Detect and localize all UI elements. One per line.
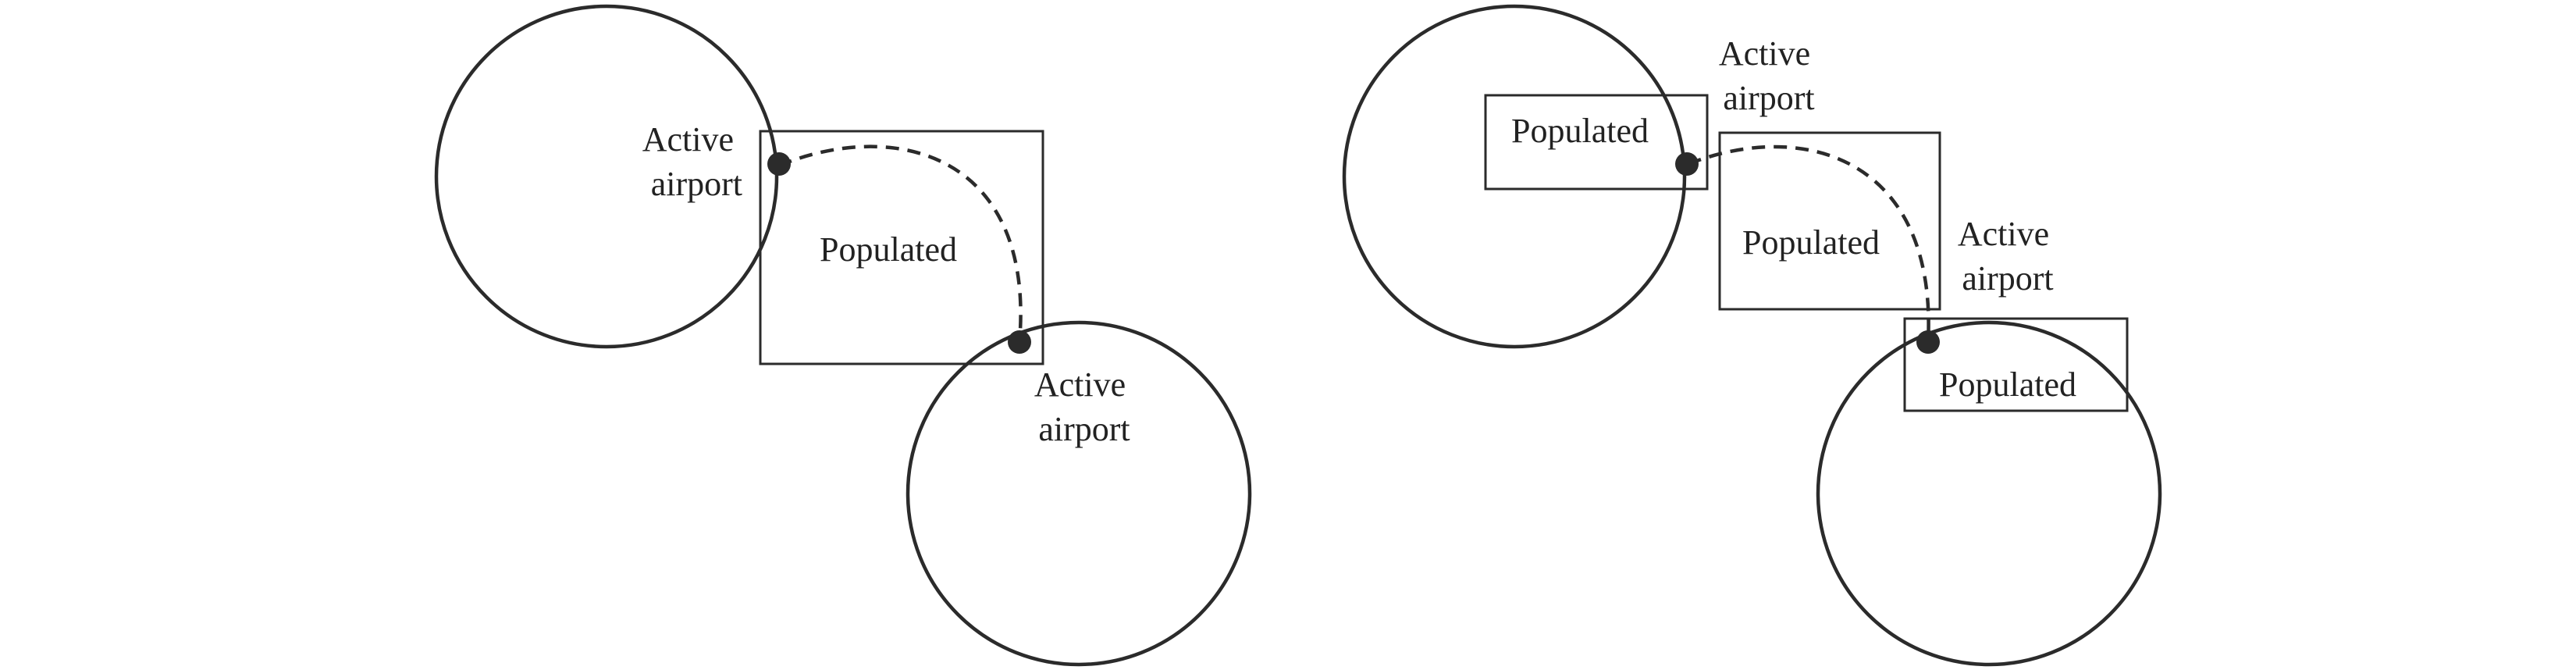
right-panel: Populated Active airport Populated Activ… — [1342, 4, 2162, 667]
right-active-airport-label-right: Active airport — [1958, 215, 2058, 298]
right-populated-area-center — [1718, 131, 1941, 311]
right-active-airport-label-top-line1: Active — [1719, 34, 1810, 73]
right-active-airport-label-top-line2: airport — [1723, 79, 1814, 117]
right-populated-label-bottom: Populated — [1939, 365, 2076, 404]
right-active-airport-marker-top — [1675, 152, 1699, 176]
right-flight-route — [1688, 144, 1930, 343]
right-populated-area-bottom — [1903, 317, 2129, 412]
left-active-airport-label-bottom-line1: Active — [1034, 365, 1126, 404]
left-active-airport-label-top-line2: airport — [651, 165, 742, 203]
left-panel: Active airport Populated Active airport — [434, 4, 1252, 667]
right-populated-label-center: Populated — [1742, 223, 1880, 262]
right-active-airport-label-top: Active airport — [1719, 34, 1819, 117]
left-active-airport-label-top: Active airport — [642, 120, 742, 203]
left-populated-area — [759, 130, 1044, 365]
left-airport-range-circle-top — [434, 4, 779, 349]
left-active-airport-label-top-line1: Active — [642, 120, 734, 159]
left-active-airport-marker-top — [767, 152, 791, 176]
right-populated-label-left: Populated — [1511, 112, 1649, 150]
right-active-airport-label-right-line1: Active — [1958, 215, 2049, 253]
left-active-airport-marker-bottom — [1008, 330, 1031, 354]
left-populated-label: Populated — [820, 230, 957, 269]
right-active-airport-marker-bottom — [1916, 330, 1940, 354]
right-airport-range-circle-top — [1342, 4, 1687, 349]
left-flight-route — [778, 144, 1023, 343]
right-airport-range-circle-bottom — [1816, 320, 2162, 667]
right-populated-area-left — [1484, 94, 1709, 191]
right-active-airport-label-right-line2: airport — [1962, 259, 2053, 298]
left-airport-range-circle-bottom — [906, 320, 1252, 667]
left-active-airport-label-bottom-line2: airport — [1038, 410, 1130, 448]
left-active-airport-label-bottom: Active airport — [1034, 365, 1134, 448]
